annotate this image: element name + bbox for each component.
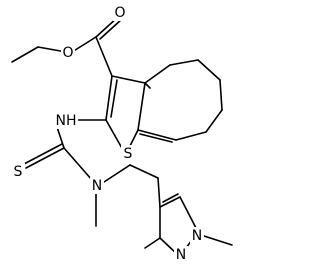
bond (137, 129, 177, 141)
bond (219, 79, 223, 111)
atom-n2-pyrazole: N (176, 247, 186, 263)
bond (103, 164, 131, 183)
atom-bg (54, 112, 78, 129)
atom-nh: NH (56, 113, 77, 129)
bond (105, 119, 124, 151)
chemical-structure-diagram: O O NH S S N N N (11, 4, 233, 263)
bond (110, 79, 118, 118)
bond (11, 46, 39, 63)
atom-bg (190, 227, 204, 244)
bond (139, 133, 173, 143)
bond (99, 18, 123, 40)
atom-label-layer: O O NH S S N N N (11, 4, 204, 263)
atom-bg (11, 163, 25, 180)
bond (129, 164, 159, 179)
bond-layer (11, 16, 233, 256)
atom-bg (90, 177, 104, 194)
atom-bg (174, 246, 188, 263)
bond (144, 82, 151, 89)
bond (159, 196, 181, 208)
bond (157, 177, 161, 208)
atom-o-ester: O (62, 45, 73, 61)
bond (205, 109, 223, 133)
bond (23, 143, 63, 165)
atom-s-thio: S (14, 164, 23, 180)
atom-s-ring: S (124, 146, 133, 162)
bond (95, 36, 113, 77)
bond (71, 36, 97, 53)
atom-bg (121, 145, 135, 162)
bond (162, 193, 179, 203)
bond (197, 59, 221, 81)
bond (105, 75, 113, 121)
atom-o-carbonyl: O (114, 5, 125, 21)
bond (175, 131, 207, 141)
bond (144, 64, 171, 84)
bond (144, 237, 161, 249)
structure-canvas: O O NH S S N N N (11, 4, 233, 263)
bond (63, 147, 93, 181)
bond (203, 235, 233, 246)
atom-n1-pyrazole: N (192, 228, 202, 244)
atom-bg (61, 44, 75, 61)
atom-bg (113, 4, 127, 21)
atom-n-methyl: N (92, 178, 102, 194)
bond (169, 59, 199, 66)
bond (179, 196, 197, 229)
bond (25, 147, 65, 169)
bond (137, 82, 146, 131)
bond (111, 75, 146, 84)
